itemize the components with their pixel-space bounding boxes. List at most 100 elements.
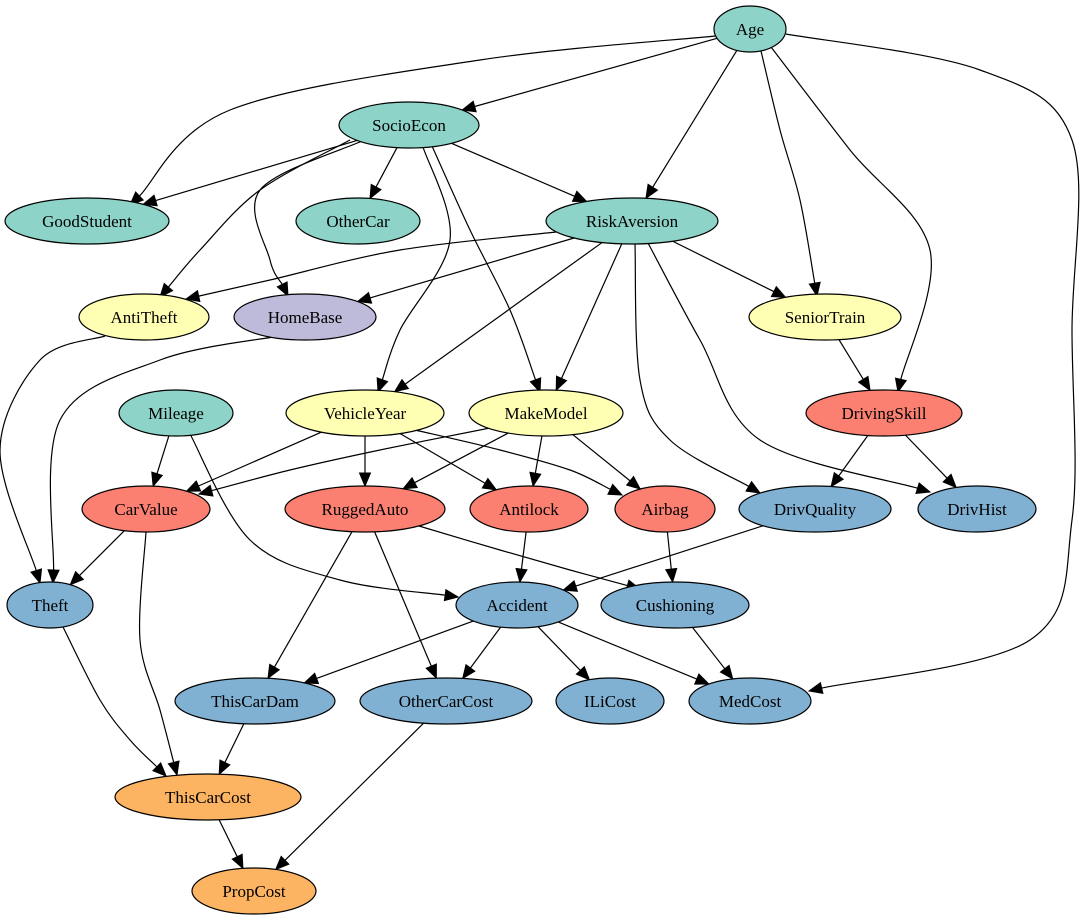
- edge-theft-to-thiscarcost: [62, 626, 167, 777]
- node-drivingskill: DrivingSkill: [805, 389, 963, 437]
- node-cushioning: Cushioning: [600, 581, 750, 629]
- node-drivquality: DrivQuality: [738, 485, 892, 533]
- edge-socioecon-to-vehicleyear: [376, 146, 451, 394]
- edge-socioecon-to-homebase: [254, 140, 363, 298]
- node-socioecon: SocioEcon: [338, 101, 480, 149]
- edge-age-to-drivingskill: [770, 46, 932, 394]
- edge-antilock-to-accident: [515, 531, 528, 584]
- edge-vehicleyear-to-carvalue: [185, 431, 322, 492]
- node-goodstudent-label: GoodStudent: [42, 212, 132, 231]
- edge-socioecon-to-goodstudent: [141, 139, 358, 207]
- edge-carvalue-to-theft: [69, 530, 125, 586]
- node-airbag: Airbag: [614, 485, 716, 533]
- edge-makemodel-to-ruggedauto: [401, 432, 509, 490]
- edge-airbag-to-cushioning: [664, 531, 678, 584]
- edge-mileage-to-accident: [189, 433, 460, 602]
- node-othercarcost: OtherCarCost: [359, 677, 533, 725]
- node-drivquality-label: DrivQuality: [774, 500, 857, 519]
- node-medcost-ellipse: [688, 677, 812, 725]
- node-riskaversion-ellipse: [545, 197, 719, 245]
- node-vehicleyear-label: VehicleYear: [324, 404, 407, 423]
- node-drivingskill-ellipse: [805, 389, 963, 437]
- edge-drivquality-to-accident: [562, 525, 764, 592]
- node-medcost: MedCost: [688, 677, 812, 725]
- node-ruggedauto-ellipse: [284, 485, 446, 533]
- node-antilock-ellipse: [469, 485, 589, 533]
- edge-accident-to-medcost: [557, 621, 711, 685]
- node-drivhist: DrivHist: [917, 485, 1037, 533]
- edge-carvalue-to-thiscarcost: [138, 531, 180, 777]
- node-homebase-label: HomeBase: [268, 308, 343, 327]
- edge-riskaversion-to-makemodel: [555, 243, 623, 392]
- edge-drivingskill-to-drivhist: [904, 434, 958, 489]
- node-drivingskill-label: DrivingSkill: [841, 404, 926, 423]
- node-airbag-ellipse: [614, 485, 716, 533]
- node-drivquality-ellipse: [738, 485, 892, 533]
- edge-ruggedauto-to-cushioning: [418, 525, 642, 592]
- edge-cushioning-to-medcost: [691, 626, 734, 680]
- edge-vehicleyear-to-airbag: [414, 429, 624, 496]
- node-vehicleyear: VehicleYear: [285, 389, 445, 437]
- node-thiscarcost-ellipse: [114, 773, 302, 821]
- node-othercarcost-ellipse: [359, 677, 533, 725]
- node-riskaversion: RiskAversion: [545, 197, 719, 245]
- node-ilicost-label: ILiCost: [584, 692, 636, 711]
- edge-riskaversion-to-drivquality: [634, 243, 762, 494]
- node-propcost-label: PropCost: [222, 882, 286, 901]
- edge-socioecon-to-riskaversion: [451, 142, 588, 202]
- edge-antitheft-to-theft: [0, 335, 106, 585]
- edge-vehicleyear-to-antilock: [399, 433, 498, 491]
- node-thiscarcost: ThisCarCost: [114, 773, 302, 821]
- edge-seniortrain-to-drivingskill: [838, 339, 871, 392]
- node-othercar-ellipse: [295, 197, 421, 245]
- node-antitheft-label: AntiTheft: [110, 308, 177, 327]
- node-ruggedauto: RuggedAuto: [284, 485, 446, 533]
- node-seniortrain: SeniorTrain: [748, 293, 902, 341]
- edge-socioecon-to-antitheft: [159, 139, 351, 298]
- node-thiscardam-ellipse: [174, 677, 336, 725]
- edge-makemodel-to-antilock: [529, 435, 543, 488]
- node-theft-ellipse: [6, 581, 94, 629]
- edge-riskaversion-to-seniortrain: [672, 240, 787, 298]
- node-theft: Theft: [6, 581, 94, 629]
- node-accident-label: Accident: [486, 596, 548, 615]
- node-mileage-label: Mileage: [148, 404, 204, 423]
- edge-age-to-riskaversion: [645, 50, 738, 200]
- node-mileage-ellipse: [118, 389, 234, 437]
- node-goodstudent: GoodStudent: [4, 197, 170, 245]
- node-propcost-ellipse: [191, 867, 317, 915]
- node-cushioning-label: Cushioning: [636, 596, 715, 615]
- node-airbag-label: Airbag: [641, 500, 689, 519]
- node-othercar: OtherCar: [295, 197, 421, 245]
- edge-drivingskill-to-drivquality: [830, 435, 869, 488]
- edge-thiscardam-to-thiscarcost: [218, 723, 245, 776]
- node-socioecon-label: SocioEcon: [372, 116, 446, 135]
- node-makemodel: MakeModel: [468, 389, 624, 437]
- edge-makemodel-to-airbag: [572, 434, 642, 490]
- node-carvalue: CarValue: [81, 485, 211, 533]
- edge-riskaversion-to-antitheft: [184, 231, 557, 303]
- edge-layer: [0, 33, 1080, 871]
- node-antilock: Antilock: [469, 485, 589, 533]
- edge-socioecon-to-othercar: [369, 147, 398, 200]
- edge-age-to-socioecon: [460, 37, 718, 113]
- node-homebase: HomeBase: [233, 293, 377, 341]
- node-makemodel-label: MakeModel: [504, 404, 587, 423]
- node-accident-ellipse: [455, 581, 579, 629]
- node-mileage: Mileage: [118, 389, 234, 437]
- node-seniortrain-ellipse: [748, 293, 902, 341]
- node-drivhist-label: DrivHist: [947, 500, 1007, 519]
- node-medcost-label: MedCost: [719, 692, 782, 711]
- node-goodstudent-ellipse: [4, 197, 170, 245]
- node-riskaversion-label: RiskAversion: [586, 212, 679, 231]
- edge-othercarcost-to-propcost: [274, 722, 424, 871]
- node-accident: Accident: [455, 581, 579, 629]
- edge-vehicleyear-to-ruggedauto: [358, 436, 372, 488]
- node-antitheft-ellipse: [78, 293, 210, 341]
- edge-riskaversion-to-drivhist: [647, 242, 932, 495]
- node-homebase-ellipse: [233, 293, 377, 341]
- edge-socioecon-to-makemodel: [431, 145, 542, 394]
- node-othercarcost-label: OtherCarCost: [399, 692, 494, 711]
- node-thiscardam: ThisCarDam: [174, 677, 336, 725]
